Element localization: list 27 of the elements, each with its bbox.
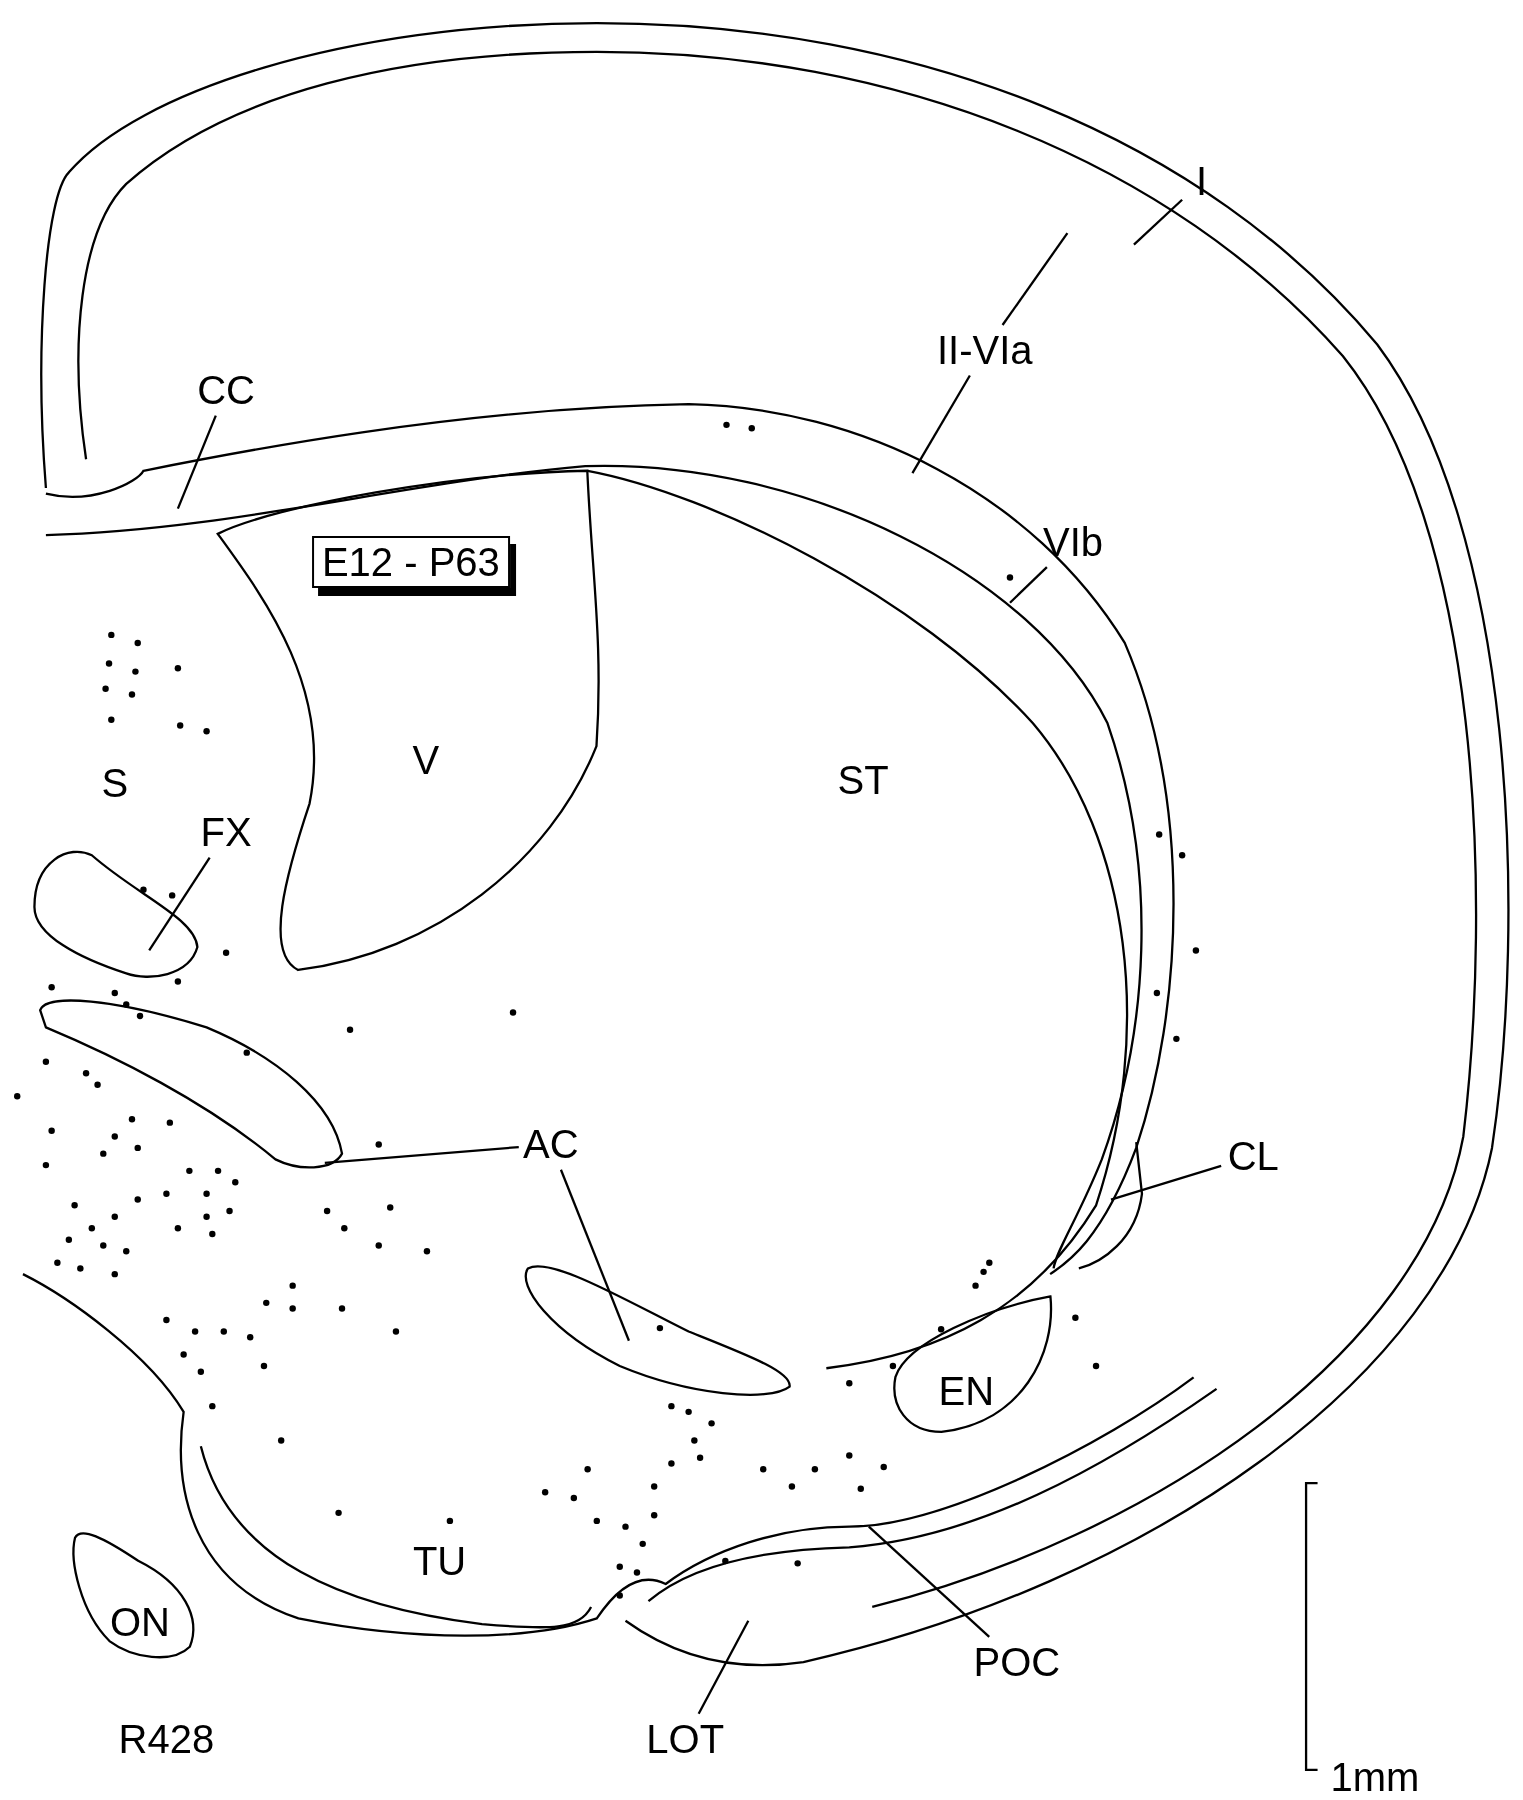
leader-line [868,1525,991,1638]
region-label: POC [973,1641,1061,1682]
region-label: VIb [1043,521,1104,562]
leader-line [324,1145,519,1164]
region-label: ON [110,1601,170,1642]
region-label: II-VIa [936,330,1033,371]
region-label: FX [200,812,252,853]
region-label: TU [412,1540,467,1581]
region-label: CL [1227,1135,1279,1176]
leader-line [697,1620,750,1715]
region-label: CC [197,370,255,411]
leader-line [1001,232,1069,326]
region-label: S [101,762,129,803]
leader-line [1110,1164,1222,1201]
region-label: V [412,739,440,780]
region-label: AC [523,1124,579,1165]
leader-line [176,415,217,510]
leader-line [148,856,211,952]
leader-line [1009,566,1048,604]
region-label: ST [837,760,889,801]
region-label: LOT [646,1718,725,1759]
specimen-number: R428 [118,1718,215,1759]
leader-line [559,1169,630,1342]
scale-label: 1mm [1330,1756,1420,1797]
region-label: EN [938,1371,995,1411]
leader-line [1133,198,1183,246]
leader-line [911,374,971,474]
